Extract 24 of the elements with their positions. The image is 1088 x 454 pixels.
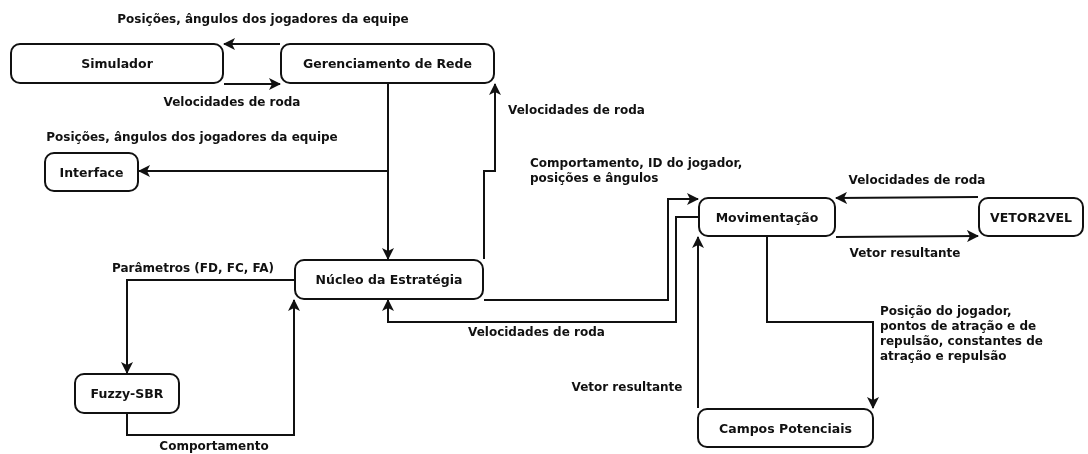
edge-label: Comportamento: [159, 439, 269, 454]
arrow: [121, 279, 295, 374]
process-box: Gerenciamento de Rede: [280, 43, 495, 84]
edge-label: Parâmetros (FD, FC, FA): [111, 261, 275, 276]
arrow: [692, 236, 704, 409]
process-box: Campos Potenciais: [697, 408, 874, 448]
process-box: Fuzzy-SBR: [74, 373, 180, 414]
process-box: Núcleo da Estratégia: [294, 259, 484, 300]
arrow: [835, 230, 979, 243]
arrow: [223, 38, 281, 50]
arrow: [835, 191, 979, 204]
edge-label: Posições, ângulos dos jogadores da equipe: [46, 130, 338, 145]
arrow: [138, 83, 389, 177]
arrow: [483, 83, 501, 260]
process-box: Movimentação: [698, 197, 836, 237]
arrow: [223, 78, 281, 90]
process-box: Simulador: [10, 43, 224, 84]
arrow: [766, 236, 879, 409]
process-box: Interface: [44, 152, 139, 192]
edge-label: Posições, ângulos dos jogadores da equipe: [117, 12, 409, 27]
arrow: [483, 193, 699, 301]
arrow: [126, 299, 300, 436]
arrow: [382, 216, 699, 323]
process-box: VETOR2VEL: [978, 197, 1084, 237]
